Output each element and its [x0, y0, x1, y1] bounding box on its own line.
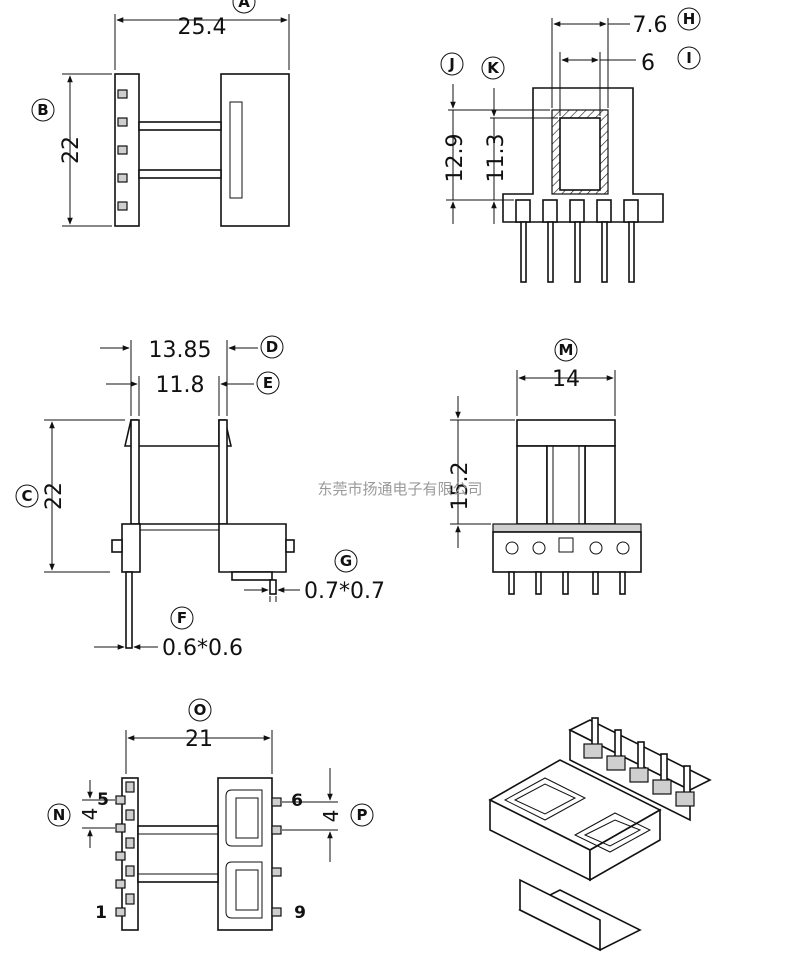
dim-inner-width: 6 — [641, 51, 655, 76]
side-view: 13.85 D 11.8 E 22 C 0.7*0.7 G 0.6*0.6 F — [15, 335, 385, 661]
bottom-view-left-pins — [115, 781, 135, 917]
callout-f: F — [177, 609, 187, 627]
dim-front-height: 15.2 — [448, 462, 473, 511]
dim-bottom-span: 21 — [185, 727, 213, 752]
callout-c: C — [21, 487, 32, 505]
dim-height-top: 22 — [59, 136, 84, 164]
callout-d: D — [266, 338, 278, 356]
front-view-pin-cups — [505, 537, 630, 555]
pin-label-6: 6 — [291, 791, 303, 811]
bottom-view: 21 O 4 N 5 1 4 P 6 9 — [47, 698, 374, 931]
isometric-view — [488, 717, 712, 952]
callout-i: I — [686, 49, 692, 67]
callout-o: O — [194, 701, 207, 719]
callout-e: E — [263, 374, 273, 392]
callout-p: P — [357, 806, 368, 824]
dim-inner-height: 11.3 — [484, 134, 509, 183]
pin-label-9: 9 — [294, 903, 306, 923]
callout-g: G — [340, 552, 352, 570]
isometric-pins — [583, 717, 695, 807]
end-view: 7.6 6 H I 12.9 11.3 J K — [440, 7, 701, 283]
dim-pitch-left: 4 — [78, 808, 102, 821]
top-view-pins — [117, 89, 128, 211]
dim-pin-size-f: 0.6*0.6 — [162, 636, 243, 661]
pin-label-5: 5 — [97, 790, 109, 810]
callout-m: M — [559, 341, 574, 359]
callout-a: A — [238, 0, 250, 11]
callout-b: B — [37, 101, 48, 119]
bottom-view-right-pins — [271, 797, 282, 917]
front-view-pins — [508, 571, 626, 595]
dim-pitch-right: 4 — [319, 810, 343, 823]
dim-outer-height: 12.9 — [443, 134, 468, 183]
dim-pin-size-g: 0.7*0.7 — [304, 579, 385, 604]
callout-h: H — [683, 10, 696, 28]
dim-winding-width: 11.8 — [156, 373, 205, 398]
dim-front-width: 14 — [552, 367, 580, 392]
end-view-pins — [520, 221, 635, 283]
top-view: 25.4 A 22 B — [31, 0, 290, 227]
dim-outer-width: 7.6 — [633, 13, 668, 38]
pin-label-1: 1 — [95, 903, 107, 923]
callout-n: N — [53, 806, 66, 824]
front-view: 14 M 15.2 — [448, 338, 642, 595]
dim-height-side: 22 — [42, 482, 67, 510]
dim-width-top: 25.4 — [178, 15, 227, 40]
company-watermark: 东莞市扬通电子有限公司 — [317, 480, 482, 498]
callout-k: K — [487, 59, 500, 77]
callout-j: J — [448, 55, 455, 73]
dim-flange-span: 13.85 — [149, 338, 212, 363]
